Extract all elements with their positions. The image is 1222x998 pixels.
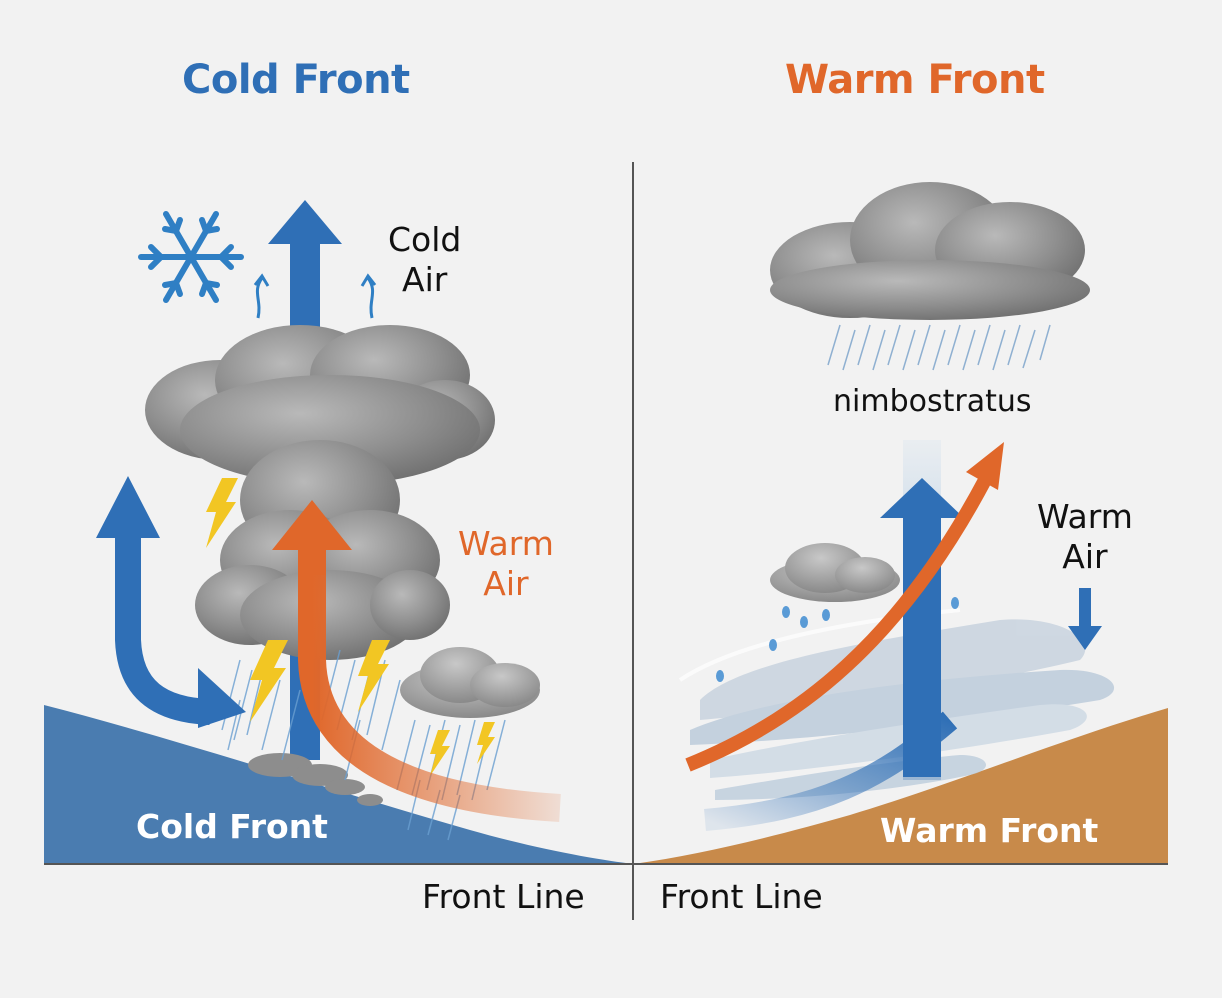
cold-air-label-line2: Air [402,260,448,299]
nimbostratus-label: nimbostratus [833,384,1032,419]
front-line-label-right: Front Line [660,877,823,916]
cold-front-base-label: Cold Front [136,807,328,846]
warm-air-overrunning-arrow [685,442,1004,772]
updraft-squiggles [253,273,377,319]
cold-air-label-line1: Cold [388,220,462,259]
ground-cloud-puffs [248,753,383,806]
small-cloud-left [400,647,540,718]
rain-streaks-right [827,324,1051,371]
front-line-label-left: Front Line [422,877,585,916]
warm-air-label-left-line2: Air [483,564,529,603]
warm-air-label-right: Warm Air [1037,497,1133,577]
small-cloud-right [770,543,900,602]
cold-air-sinking-arrow [96,476,246,728]
warm-air-rising-arrow [272,500,561,822]
warm-air-label-left: Warm Air [458,524,554,604]
stratus-layers [678,608,1115,800]
warm-air-mass [633,708,1168,864]
warm-air-label-right-line1: Warm [1037,497,1133,536]
warm-front-base-label: Warm Front [880,811,1099,850]
warm-air-down-arrow [1068,588,1102,650]
cold-air-mass [44,705,633,864]
cold-air-label: Cold Air [388,220,461,300]
snowflake-icon [138,211,244,303]
nimbostratus-cloud [770,182,1090,320]
lightning-bolt-icon [206,478,495,776]
warm-air-label-left-line1: Warm [458,524,554,563]
warm-front-title: Warm Front [785,57,1045,103]
warm-air-label-right-line2: Air [1062,537,1108,576]
cold-front-title: Cold Front [182,57,410,103]
